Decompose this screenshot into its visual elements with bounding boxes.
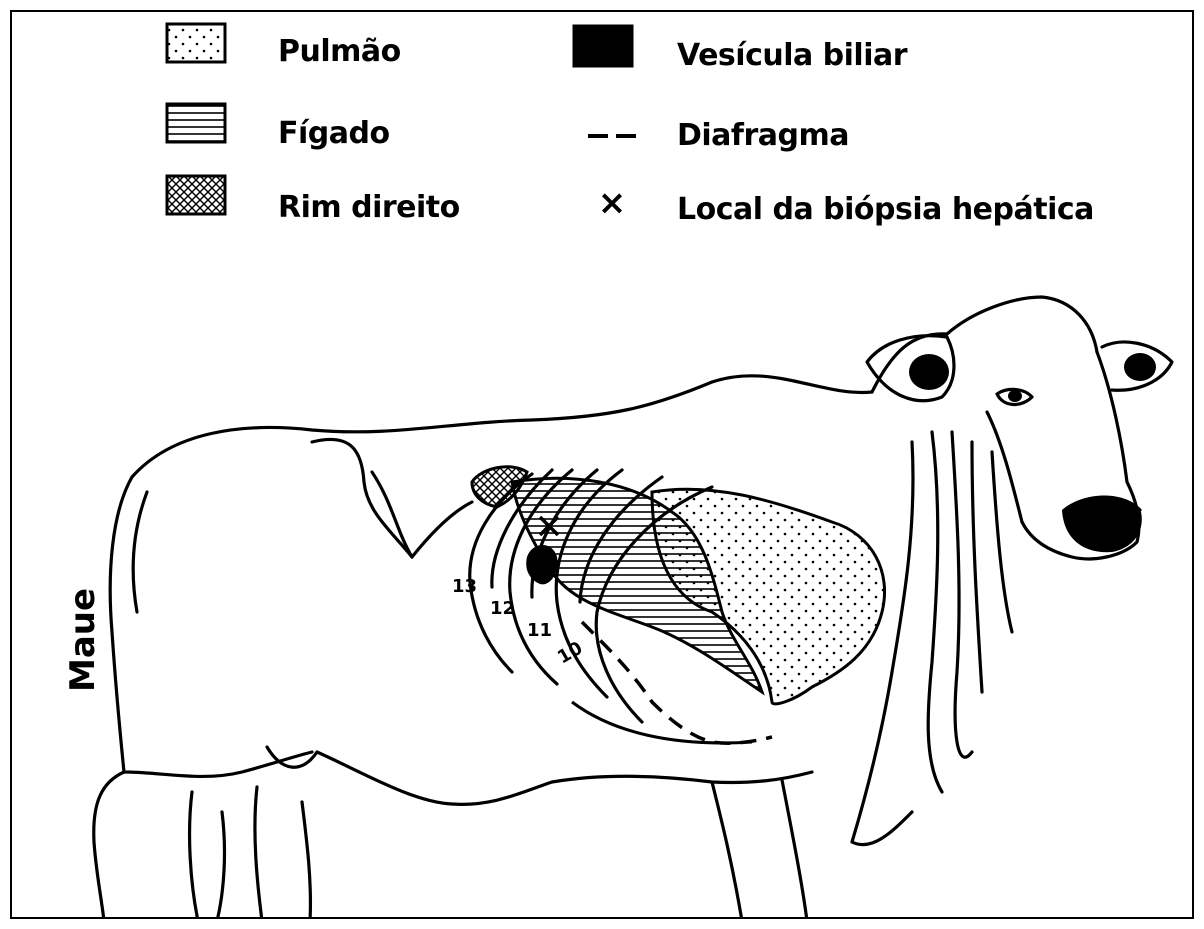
gallbladder-swatch (574, 26, 632, 66)
eye-pupil (1008, 390, 1022, 402)
muzzle (1062, 495, 1142, 552)
legend-label-gallbladder: Vesícula biliar (677, 38, 907, 73)
gallbladder-area (526, 545, 557, 584)
legend-label-diaphragm: Diafragma (677, 118, 849, 153)
rib-label-11: 11 (527, 620, 552, 641)
kidney-swatch (167, 176, 225, 214)
legend-label-liver: Fígado (278, 116, 390, 151)
rib-label-12: 12 (490, 598, 515, 619)
rib-label-13: 13 (452, 576, 477, 597)
rib-labels: 13 12 11 10 (452, 576, 586, 668)
liver-swatch (167, 104, 225, 142)
legend-label-lung: Pulmão (278, 34, 401, 69)
figure-frame: × (10, 10, 1194, 919)
cow-anatomy-drawing: × (12, 12, 1194, 919)
right-ear-inner (1124, 353, 1156, 381)
biopsy-x-symbol: × (598, 183, 627, 223)
legend-label-biopsy: Local da biópsia hepática (677, 192, 1094, 227)
artist-signature: Maue (63, 588, 103, 692)
left-ear-inner (909, 354, 949, 390)
lung-swatch (167, 24, 225, 62)
dark-features (909, 353, 1156, 552)
legend-label-kidney: Rim direito (278, 190, 460, 225)
